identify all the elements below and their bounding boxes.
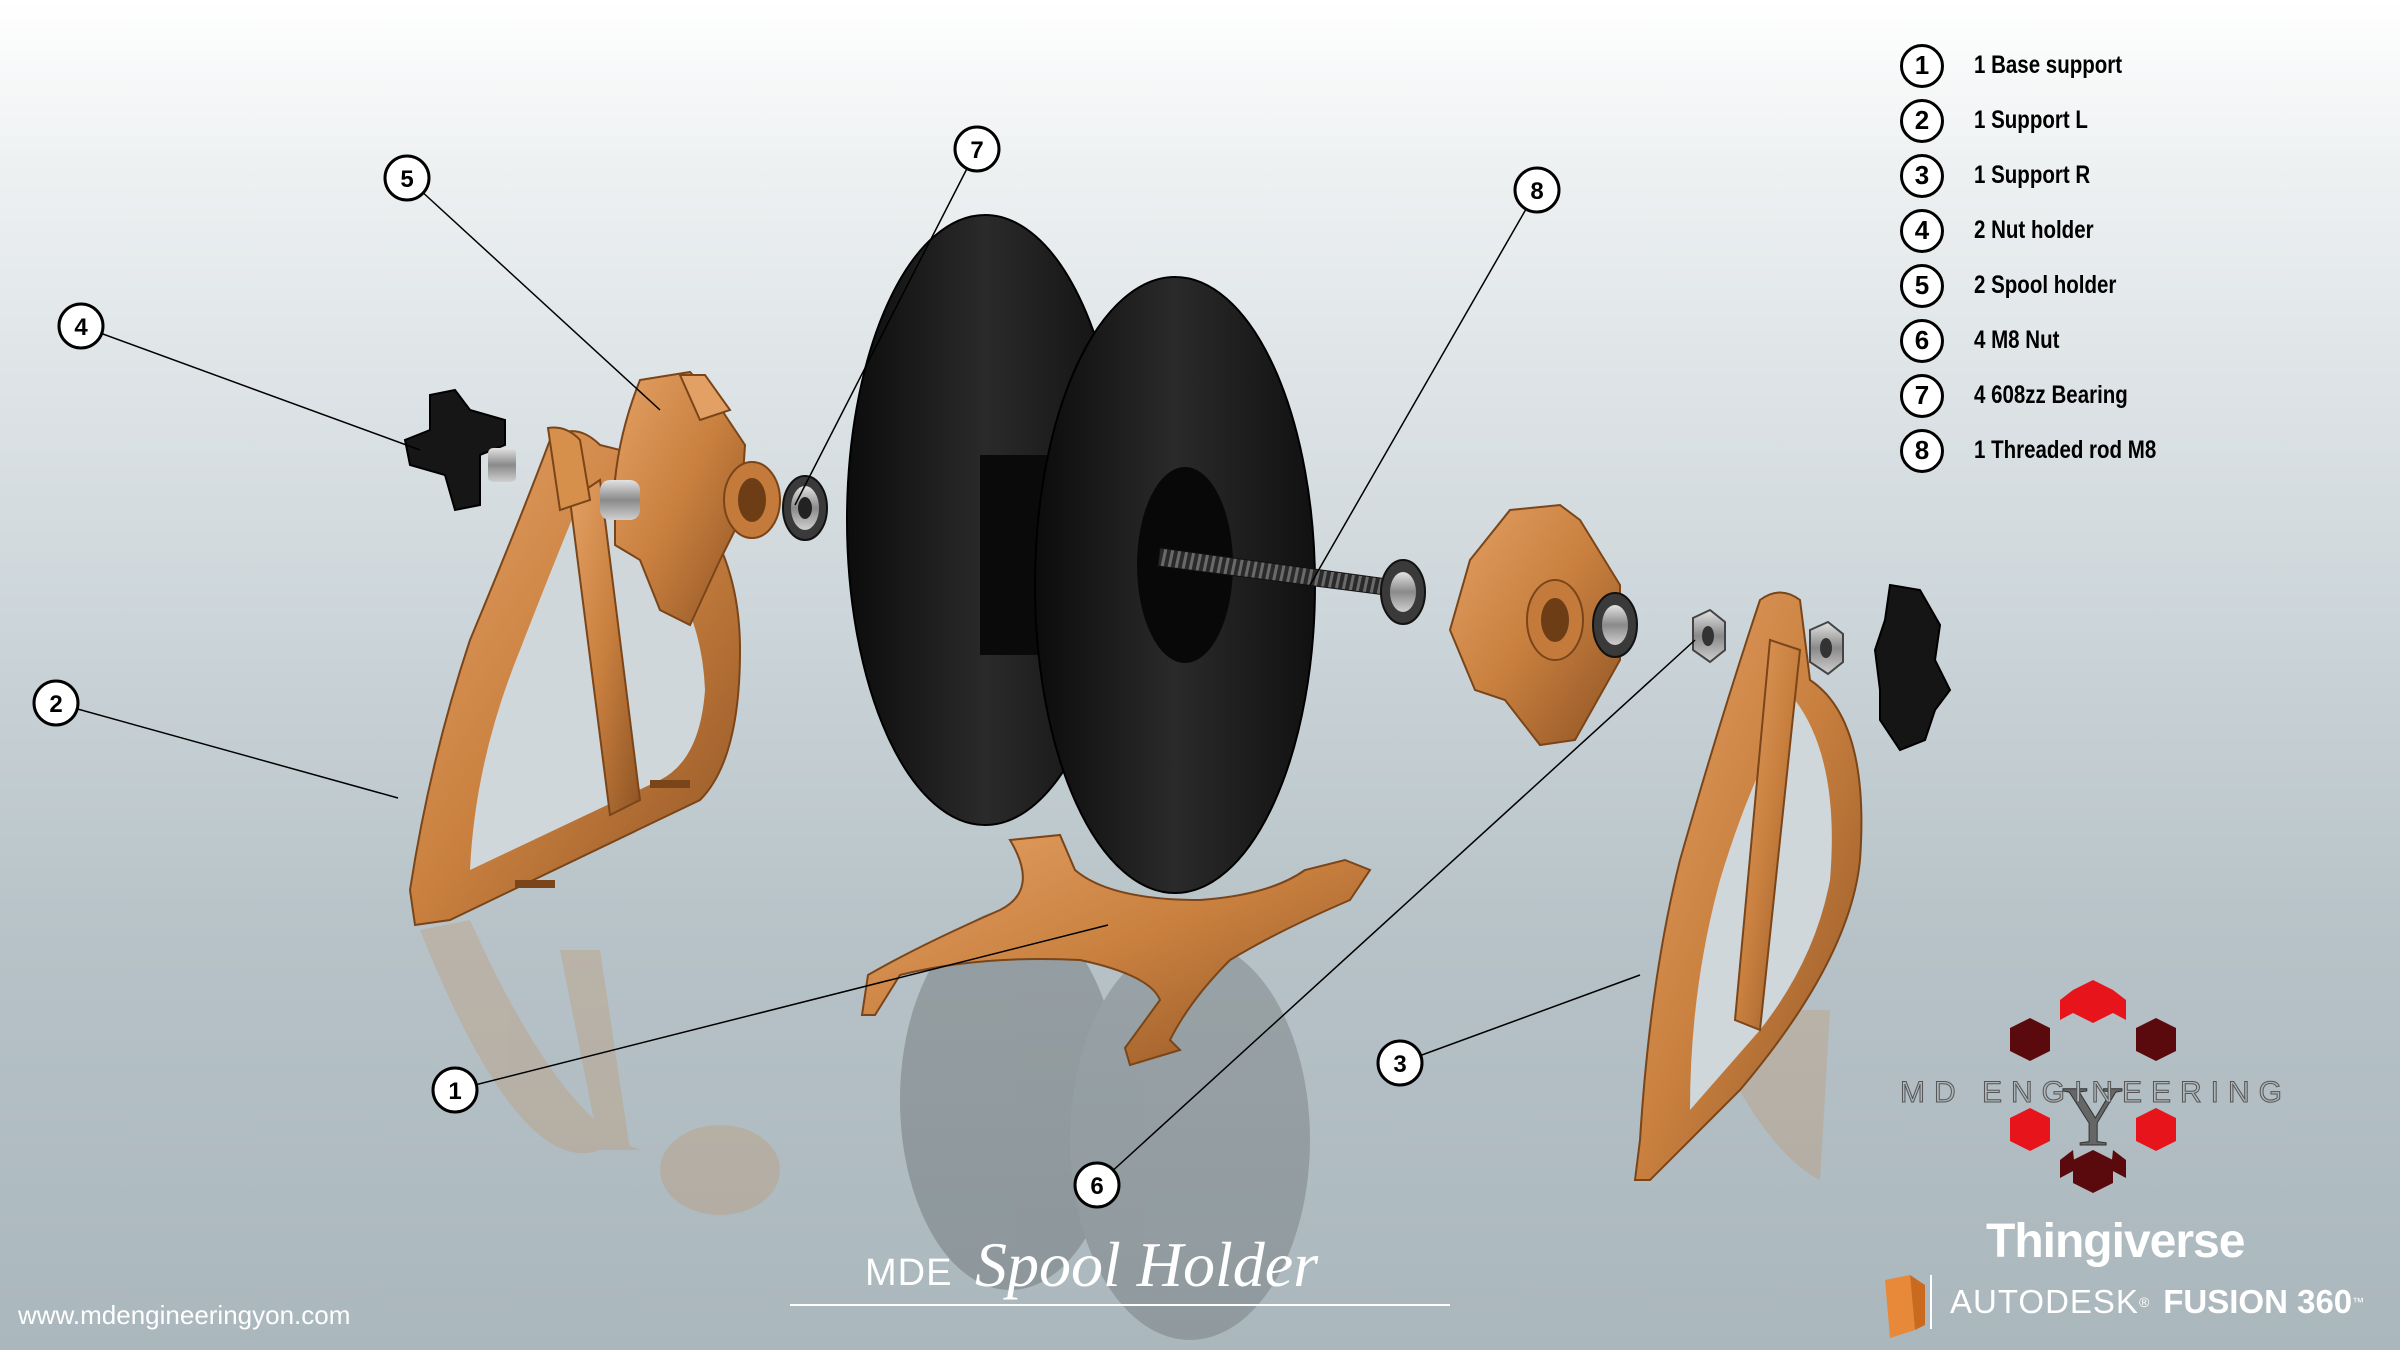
legend-number-badge: 5	[1900, 263, 1944, 308]
title-underline	[790, 1304, 1450, 1306]
legend-item: 4 2 Nut holder	[1900, 203, 2320, 258]
legend-item: 3 1 Support R	[1900, 148, 2320, 203]
legend-item: 1 1 Base support	[1900, 38, 2320, 93]
legend-label: 1 Base support	[1974, 51, 2123, 79]
autodesk-text: AUTODESK	[1950, 1283, 2139, 1320]
svg-text:2: 2	[49, 691, 62, 718]
legend-number-badge: 7	[1900, 373, 1944, 418]
callout-1: 1	[431, 1066, 479, 1114]
legend-number-badge: 8	[1900, 428, 1944, 473]
legend-item: 2 1 Support L	[1900, 93, 2320, 148]
legend-label: 2 Nut holder	[1974, 216, 2094, 244]
svg-text:4: 4	[74, 314, 88, 341]
spool-holder-right-part	[1448, 503, 1638, 747]
callout-8: 8	[1513, 166, 1561, 214]
title-script: Spool Holder	[975, 1229, 1319, 1300]
svg-text:3: 3	[1393, 1051, 1406, 1078]
registered-mark: ®	[2138, 1294, 2150, 1310]
threaded-rod-part	[1157, 547, 1426, 625]
nut-holder-left-part	[403, 388, 516, 512]
legend-label: 4 M8 Nut	[1974, 326, 2060, 354]
legend-number-badge: 4	[1900, 208, 1944, 253]
title-brand: MDE	[865, 1252, 953, 1294]
legend-item: 7 4 608zz Bearing	[1900, 368, 2320, 423]
callout-6: 6	[1073, 1161, 1121, 1209]
svg-text:Y: Y	[2062, 1068, 2124, 1164]
legend-label: 2 Spool holder	[1974, 271, 2117, 299]
md-engineering-wordmark: MD ENGINEERING	[1899, 1076, 2292, 1110]
md-engineering-logo: Y	[2010, 980, 2176, 1193]
leader-lines	[55, 148, 1696, 1186]
fusion-separator	[1930, 1275, 1932, 1329]
legend-number-badge: 6	[1900, 318, 1944, 363]
fusion-icon-spacer	[1878, 1274, 1918, 1330]
m8-nut-part	[1692, 608, 1844, 676]
callout-7: 7	[953, 125, 1001, 173]
legend-item: 6 4 M8 Nut	[1900, 313, 2320, 368]
spool-holder-left-part	[600, 370, 781, 627]
legend-label: 4 608zz Bearing	[1974, 381, 2128, 409]
trademark-mark: ™	[2352, 1295, 2365, 1309]
legend-number-badge: 1	[1900, 43, 1944, 88]
svg-text:1: 1	[448, 1078, 461, 1105]
legend-label: 1 Support L	[1974, 106, 2088, 134]
thingiverse-logo-text: Thingiverse	[1986, 1215, 2245, 1268]
callout-2: 2	[32, 679, 80, 727]
legend-number-badge: 3	[1900, 153, 1944, 198]
support-right-part	[1633, 591, 1863, 1181]
legend-item: 8 1 Threaded rod M8	[1900, 423, 2320, 478]
filament-spool	[846, 214, 1316, 894]
nut-holder-right-part	[1873, 583, 1952, 752]
svg-text:6: 6	[1090, 1173, 1103, 1200]
website-url: www.mdengineeringyon.com	[18, 1300, 351, 1330]
bearing-part	[782, 475, 828, 541]
callout-5: 5	[383, 154, 431, 202]
fusion-360-icon	[1885, 1275, 1925, 1338]
callout-3: 3	[1376, 1039, 1424, 1087]
fusion-360-text: FUSION 360	[2163, 1283, 2353, 1320]
callout-4: 4	[57, 302, 105, 350]
svg-text:7: 7	[970, 137, 983, 164]
legend-label: 1 Threaded rod M8	[1974, 436, 2157, 464]
legend-item: 5 2 Spool holder	[1900, 258, 2320, 313]
base-support-part	[860, 833, 1372, 1067]
svg-text:5: 5	[400, 166, 413, 193]
legend-number-badge: 2	[1900, 98, 1944, 143]
legend-label: 1 Support R	[1974, 161, 2091, 189]
product-title: MDE Spool Holder	[790, 1229, 1450, 1312]
svg-text:8: 8	[1530, 178, 1543, 205]
parts-legend: 1 1 Base support 2 1 Support L 3 1 Support R 4…	[1900, 38, 2320, 478]
autodesk-fusion-logo: AUTODESK ® FUSION 360 ™	[1878, 1272, 2364, 1332]
